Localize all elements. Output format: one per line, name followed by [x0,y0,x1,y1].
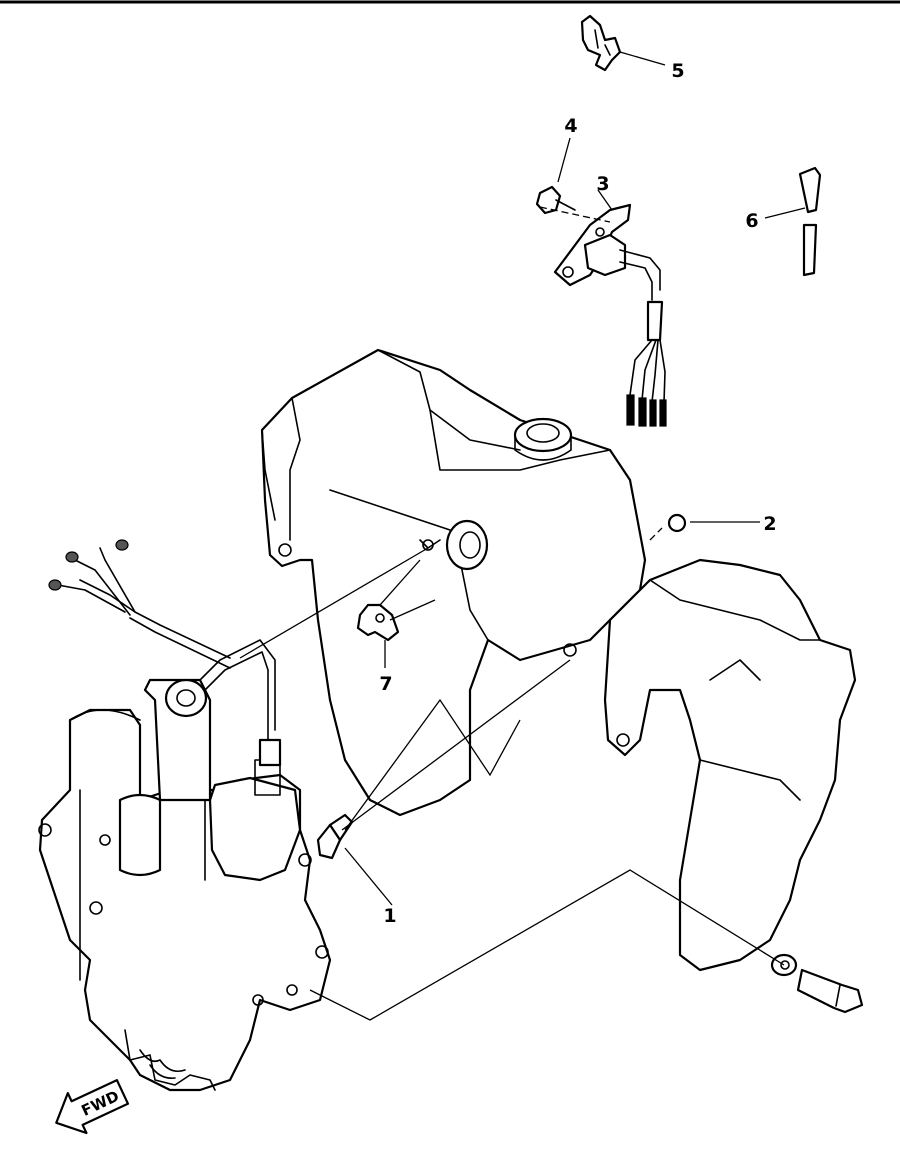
callout-7: 7 [379,673,392,695]
callout-3: 3 [596,173,609,195]
part-4-screw [535,185,576,215]
part-2-nut [667,513,687,533]
callout-2: 2 [763,513,776,535]
callout-leaders [344,51,806,906]
clamp-bolt-and-washer [770,953,864,1014]
callout-6: 6 [745,210,758,232]
callout-1: 1 [383,905,396,927]
trim-motor-wire-harness [48,539,231,669]
callout-5: 5 [671,60,684,82]
part-5-clip [580,14,622,72]
assembly-lines [239,206,785,1021]
fwd-arrow-icon: FWD [55,1079,130,1135]
part-3-trim-sensor [553,203,667,427]
callout-4: 4 [564,115,577,137]
callout-labels: 1 2 3 4 5 6 7 [379,60,776,927]
part-6-cable-tie [798,166,822,277]
trim-tilt-unit [38,639,332,1092]
clamp-bracket-assembly [260,348,857,972]
part-1-bolt [316,813,354,860]
part-7-clamp [356,603,400,642]
